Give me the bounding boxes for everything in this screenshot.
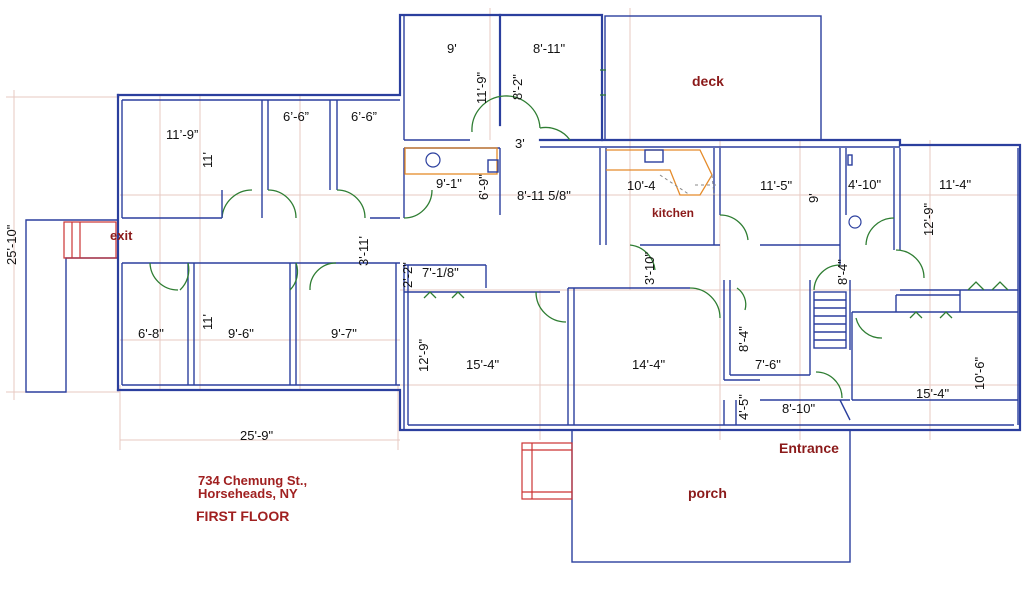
bath2-width: 4'-10": [848, 177, 882, 192]
living-left-height: 12'-9": [416, 338, 431, 372]
deck-label: deck: [692, 73, 724, 89]
closet-a-width: 6’-6”: [283, 109, 309, 124]
bed-top-left-height: 11': [200, 152, 215, 168]
bed-top-left-width: 11’-9”: [166, 127, 198, 142]
porch-label: porch: [688, 485, 727, 501]
overall-dimensions: 25'-10" 25'-9": [4, 224, 274, 443]
small-width: 7'-1/8": [422, 265, 459, 280]
living-right-width: 15'-4": [916, 386, 950, 401]
exit-label: exit: [110, 228, 133, 243]
hall-right-width: 7'-6": [755, 357, 781, 372]
living-left-width: 15'-4": [466, 357, 500, 372]
living-mid-width: 14'-4": [632, 357, 666, 372]
overall-height: 25'-10": [4, 224, 19, 265]
bed-right-height: 12'-9": [921, 202, 936, 236]
area-labels: deck kitchen exit Entrance porch: [110, 73, 839, 501]
bed-right-width: 11'-4": [939, 177, 972, 192]
room-b3-width: 9'-7": [331, 326, 357, 341]
hall-right-height: 8'-4": [736, 326, 751, 352]
walls: [116, 13, 1022, 432]
doors: [149, 69, 1009, 425]
stair-height: 8'-4": [835, 259, 850, 285]
room-b1-width: 6'-8": [138, 326, 164, 341]
kitchen-sink: [644, 149, 664, 163]
address-line-2: Horseheads, NY: [198, 486, 298, 501]
entry-width: 8'-10": [782, 401, 816, 416]
room-b2-width: 9'-6": [228, 326, 254, 341]
room-b1-height: 11': [200, 314, 215, 330]
bath-width: 9'-1": [436, 176, 462, 191]
top-center-height: 11'-9": [474, 71, 489, 104]
dimension-lines: [6, 8, 1020, 450]
porch: [521, 429, 851, 563]
passage-width: 3': [515, 136, 525, 151]
top-right-height: 8'-2": [510, 74, 525, 100]
hall-left-height: 3'-11': [356, 236, 371, 266]
address-line-1: 734 Chemung St.,: [198, 473, 307, 488]
title-block: 734 Chemung St., Horseheads, NY FIRST FL…: [196, 473, 307, 524]
dining-height: 9': [806, 193, 821, 203]
overall-width: 25'-9": [240, 428, 274, 443]
entrance-label: Entrance: [779, 440, 839, 456]
top-right-width: 8'-11": [533, 41, 566, 56]
fixtures: [404, 147, 862, 229]
closet-b-width: 6’-6”: [351, 109, 377, 124]
living-right-height: 10'-6": [972, 356, 987, 390]
top-center-width: 9': [447, 41, 457, 56]
toilet: [848, 215, 862, 229]
hall-width: 8'-11 5/8": [517, 188, 571, 203]
dining-width: 11'-5": [760, 178, 793, 193]
kitchen-label: kitchen: [652, 206, 694, 220]
hall-mid-height: 3'-10": [642, 251, 657, 285]
floor-title: FIRST FLOOR: [196, 508, 289, 524]
room-labels: 11’-9” 11' 6’-6” 6’-6” 9' 11'-9" 8'-11" …: [138, 41, 987, 420]
small-height: 2'-2": [400, 262, 415, 288]
exit-steps: [25, 219, 118, 393]
entry-height: 4'-5": [736, 394, 751, 420]
bath-sink: [425, 152, 441, 168]
bath-height: 6'-9": [476, 174, 491, 200]
kitchen-width: 10'-4: [627, 178, 656, 193]
